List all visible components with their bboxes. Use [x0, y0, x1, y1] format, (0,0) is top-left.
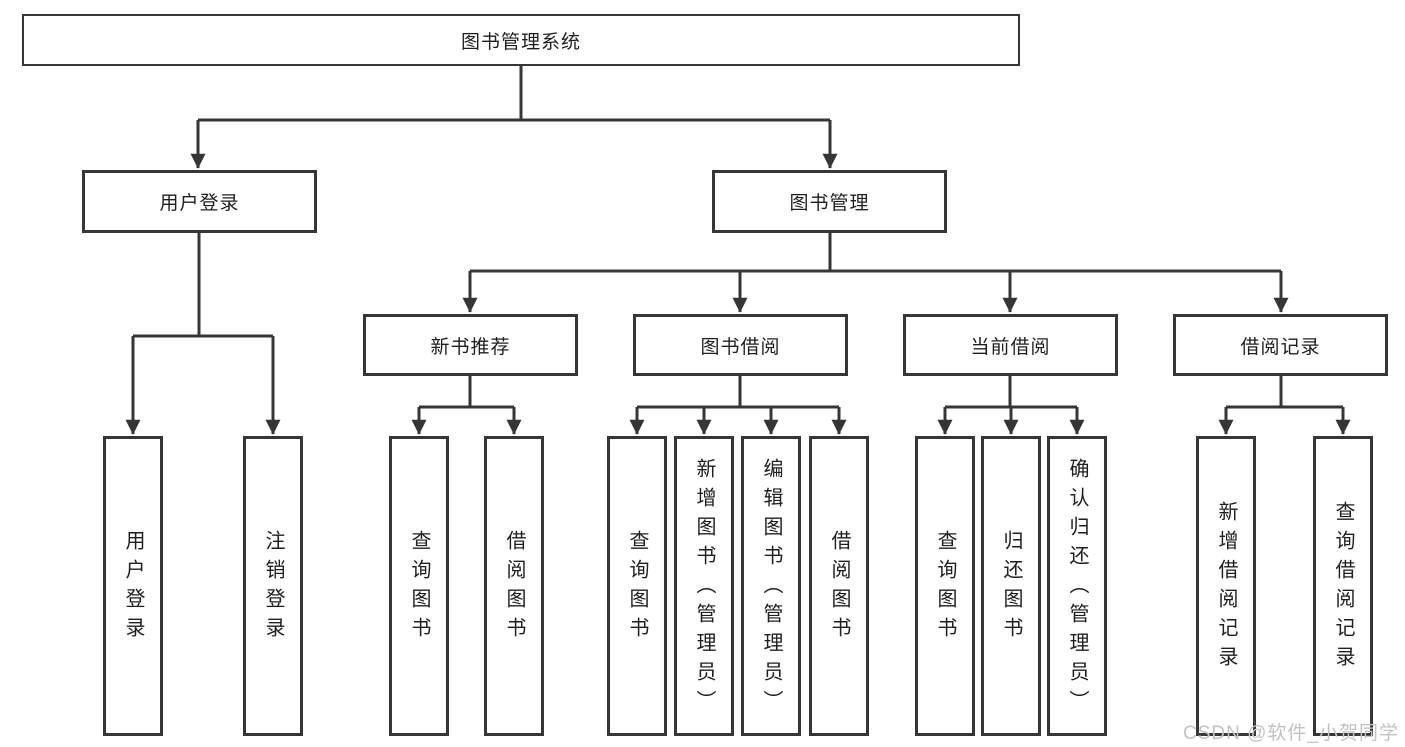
connector-user-login-trunk	[133, 233, 273, 338]
node-user-login: 用户登录	[82, 170, 317, 233]
leaf-nb-query-books: 查询图书	[389, 436, 449, 736]
leaf-bb-borrow-books: 借阅图书	[809, 436, 869, 736]
leaf-cb-confirm-return-admin: 确认归还（管理员）	[1047, 436, 1107, 736]
connector-current-borrowing-trunk	[945, 376, 1077, 409]
leaf-user-login: 用户登录	[103, 436, 163, 736]
leaf-bb-add-books-admin: 新增图书（管理员）	[674, 436, 734, 736]
leaf-br-query-record: 查询借阅记录	[1313, 436, 1373, 736]
leaf-nb-borrow-books: 借阅图书	[484, 436, 544, 736]
node-current-borrowing: 当前借阅	[903, 314, 1118, 376]
connector-book-borrowing-trunk	[637, 376, 839, 409]
node-book-borrowing: 图书借阅	[633, 314, 848, 376]
connector-borrowing-records-trunk	[1226, 376, 1343, 409]
connector-root-trunk	[198, 66, 830, 122]
node-book-management: 图书管理	[712, 170, 947, 233]
leaf-bb-edit-books-admin: 编辑图书（管理员）	[741, 436, 801, 736]
leaf-cb-query-books: 查询图书	[915, 436, 975, 736]
leaf-cb-return-books: 归还图书	[981, 436, 1041, 736]
connector-new-book-trunk	[419, 376, 514, 409]
leaf-bb-query-books: 查询图书	[607, 436, 667, 736]
node-new-book-recommend: 新书推荐	[363, 314, 578, 376]
node-book-management-system: 图书管理系统	[22, 14, 1020, 66]
leaf-br-add-record: 新增借阅记录	[1196, 436, 1256, 736]
connector-book-management-trunk	[470, 233, 1281, 273]
csdn-watermark: CSDN @软件_小贺同学	[1183, 723, 1399, 744]
leaf-logout: 注销登录	[243, 436, 303, 736]
node-borrowing-records: 借阅记录	[1173, 314, 1388, 376]
